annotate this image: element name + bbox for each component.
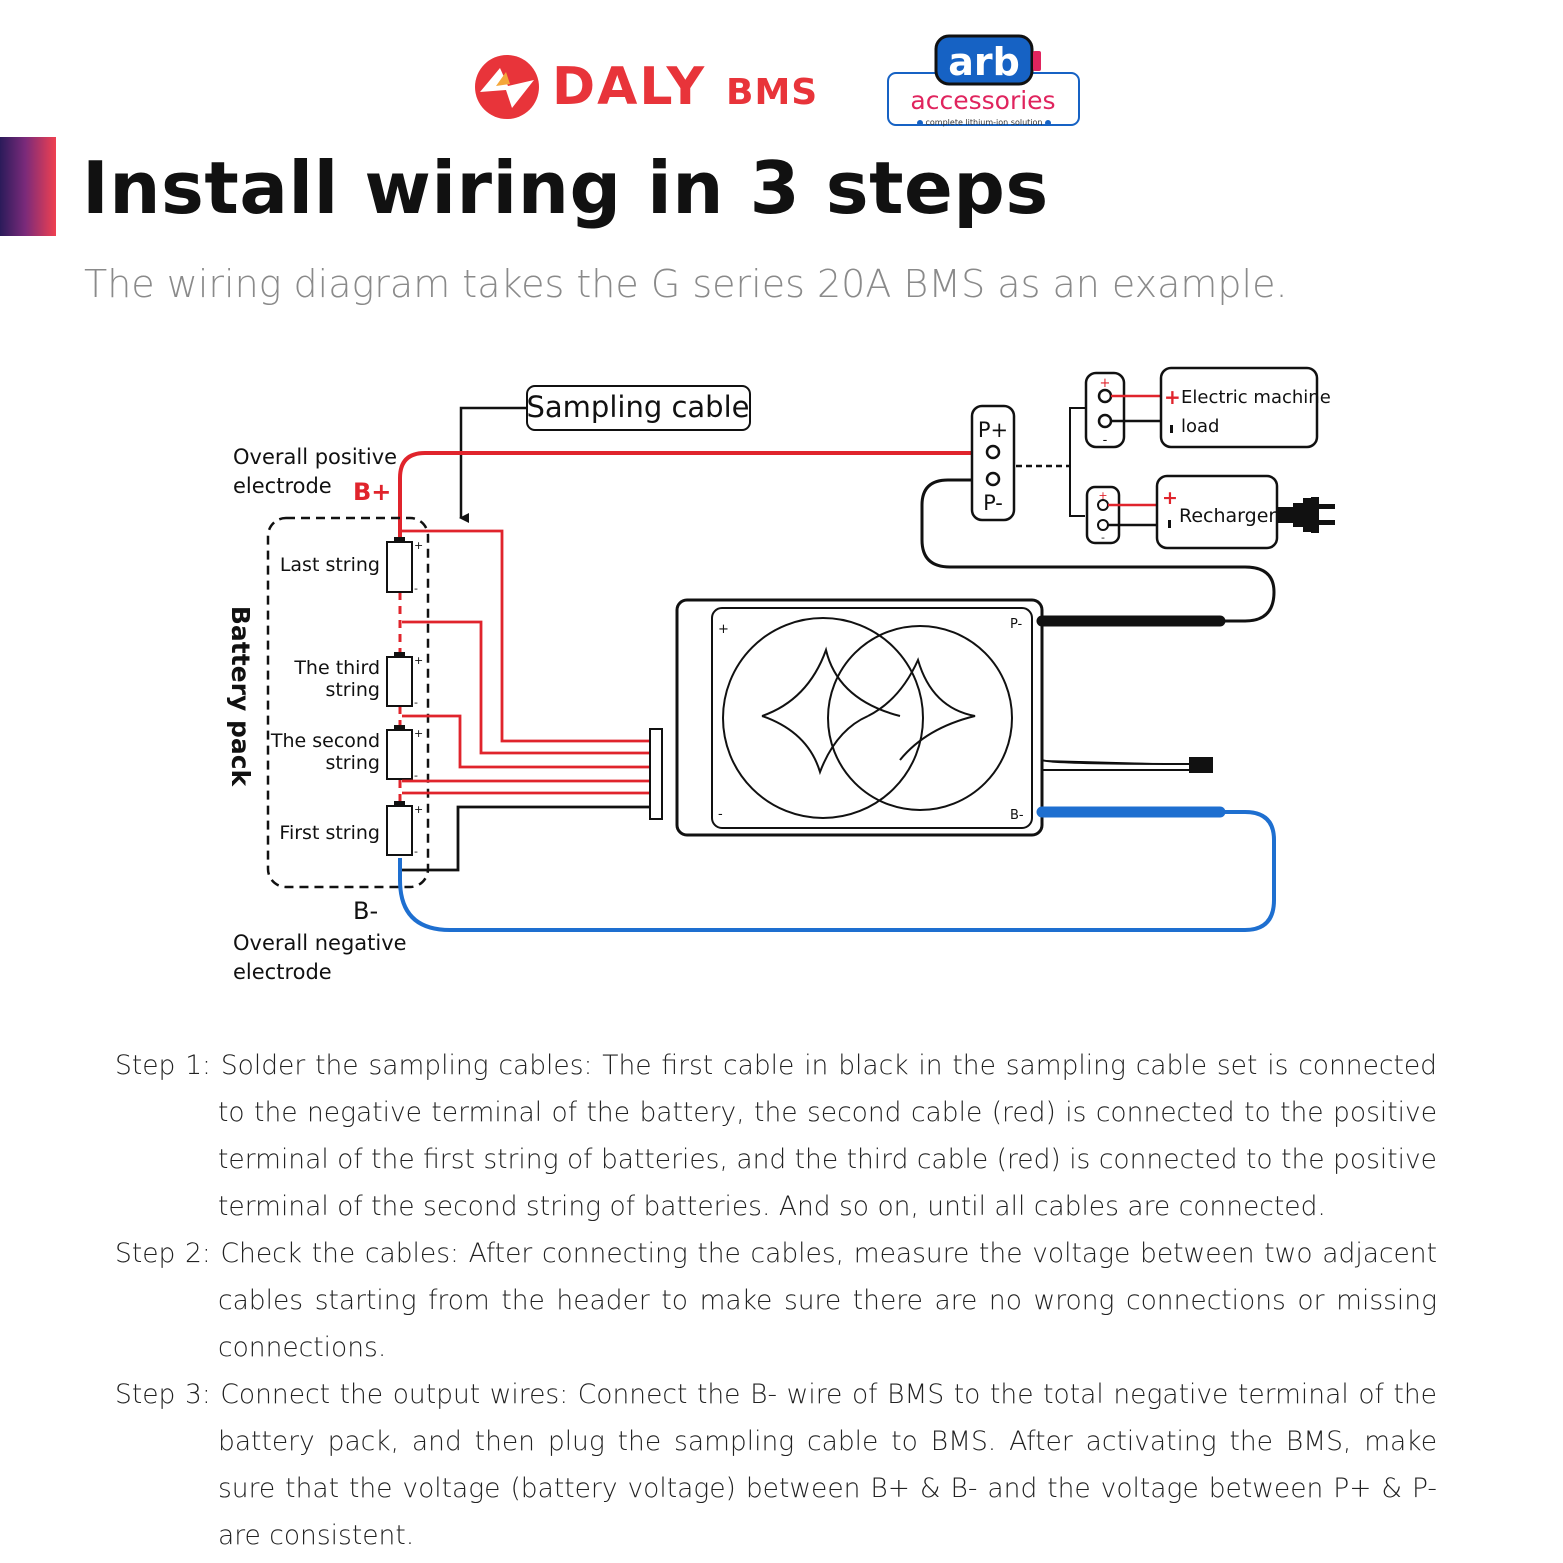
battery-cell-last: + -: [386, 537, 423, 595]
electric-machine-label: Electric machine: [1181, 387, 1331, 408]
battery-cell-first: + -: [386, 801, 423, 858]
load-label: load: [1181, 416, 1219, 437]
battery-cell-second: + -: [386, 725, 423, 782]
title-accent-bar: [0, 137, 56, 236]
logo-area: DALY BMS arb accessories complete lithiu…: [475, 34, 1080, 127]
svg-text:+: +: [1164, 385, 1181, 409]
p-minus-label: P-: [983, 491, 1003, 515]
sampling-cable-label: Sampling cable: [527, 390, 750, 424]
b-minus-label: B-: [353, 897, 378, 925]
svg-text:+: +: [414, 803, 423, 816]
step-2-text: Step 2: Check the cables: After connecti…: [115, 1238, 1437, 1363]
b-plus-label: B+: [353, 478, 391, 506]
recharger-label: Recharger: [1179, 505, 1276, 527]
p-connector: P+ P-: [970, 404, 1016, 522]
bms-b-minus-label: B-: [1010, 808, 1024, 823]
arb-tagline: complete lithium-ion solution: [926, 118, 1043, 127]
third-string-label: The third: [293, 657, 380, 679]
last-string-label: Last string: [280, 554, 380, 576]
sampling-wires: [402, 529, 650, 872]
svg-text:+: +: [414, 654, 423, 667]
power-plug-icon: [1277, 497, 1335, 533]
first-string-label: First string: [279, 822, 380, 844]
bms-minus-label: -: [718, 807, 723, 822]
load-connector: + -: [1084, 371, 1126, 449]
arb-wordmark: arb: [948, 40, 1020, 84]
arb-logo: arb accessories complete lithium-ion sol…: [887, 34, 1080, 127]
overall-positive-label: Overall positive: [233, 445, 397, 469]
svg-text:+: +: [1162, 487, 1178, 509]
overall-negative-label-line2: electrode: [233, 960, 332, 984]
svg-text:-: -: [414, 769, 418, 782]
daly-board-logo-icon: [722, 617, 1013, 819]
svg-text:+: +: [414, 539, 423, 552]
battery-pack-outline: [266, 516, 430, 889]
sampling-cable-pointer: [459, 406, 527, 523]
p-plus-label: P+: [978, 418, 1008, 442]
battery-pack-label: Battery pack: [226, 606, 255, 788]
bms-board: + - P- B-: [675, 598, 1044, 837]
bms-p-minus-label: P-: [1010, 617, 1023, 632]
svg-text:+: +: [414, 727, 423, 740]
svg-text:+: +: [1100, 376, 1111, 391]
b-plus-wire: [398, 451, 993, 540]
page-title: Install wiring in 3 steps: [82, 146, 1049, 230]
step-3-text: Step 3: Connect the output wires: Connec…: [115, 1379, 1437, 1551]
third-string-label-line2: string: [325, 679, 380, 701]
p-minus-lead: [920, 478, 1276, 623]
electric-machine-load: + Electric machine load: [1159, 366, 1331, 449]
svg-text:-: -: [1103, 433, 1108, 448]
second-string-label-line2: string: [325, 752, 380, 774]
daly-logo: DALY BMS: [475, 55, 818, 119]
step-1-text: Step 1: Solder the sampling cables: The …: [115, 1050, 1437, 1222]
daly-logo-mark-icon: [475, 55, 539, 119]
svg-text:-: -: [414, 582, 418, 595]
battery-cell-third: + -: [386, 652, 423, 709]
sampling-cable-callout: Sampling cable: [459, 385, 751, 523]
installation-steps: Step 1: Solder the sampling cables: The …: [115, 1042, 1437, 1559]
recharger: + Recharger: [1155, 474, 1279, 550]
sampling-wire-black: [402, 805, 650, 872]
bms-plus-label: +: [718, 622, 729, 637]
second-string-label: The second: [270, 730, 380, 752]
overall-negative-label: Overall negative: [233, 931, 407, 955]
b-minus-wire: [398, 810, 1276, 932]
svg-text:-: -: [414, 845, 418, 858]
arb-accessories-wordmark: accessories: [910, 86, 1055, 115]
svg-text:-: -: [414, 696, 418, 709]
page-subtitle: The wiring diagram takes the G series 20…: [84, 262, 1288, 306]
overall-positive-label-line2: electrode: [233, 474, 332, 498]
svg-text:+: +: [1098, 489, 1107, 502]
daly-wordmark: DALY: [552, 57, 706, 117]
recharger-connector: + -: [1085, 485, 1121, 545]
wiring-diagram: Sampling cable Overall positive electrod…: [226, 366, 1335, 984]
daly-bms-wordmark: BMS: [726, 72, 818, 113]
temperature-sensor-wire: [1041, 757, 1213, 773]
svg-text:-: -: [1101, 531, 1105, 544]
output-bus: [1069, 407, 1085, 517]
